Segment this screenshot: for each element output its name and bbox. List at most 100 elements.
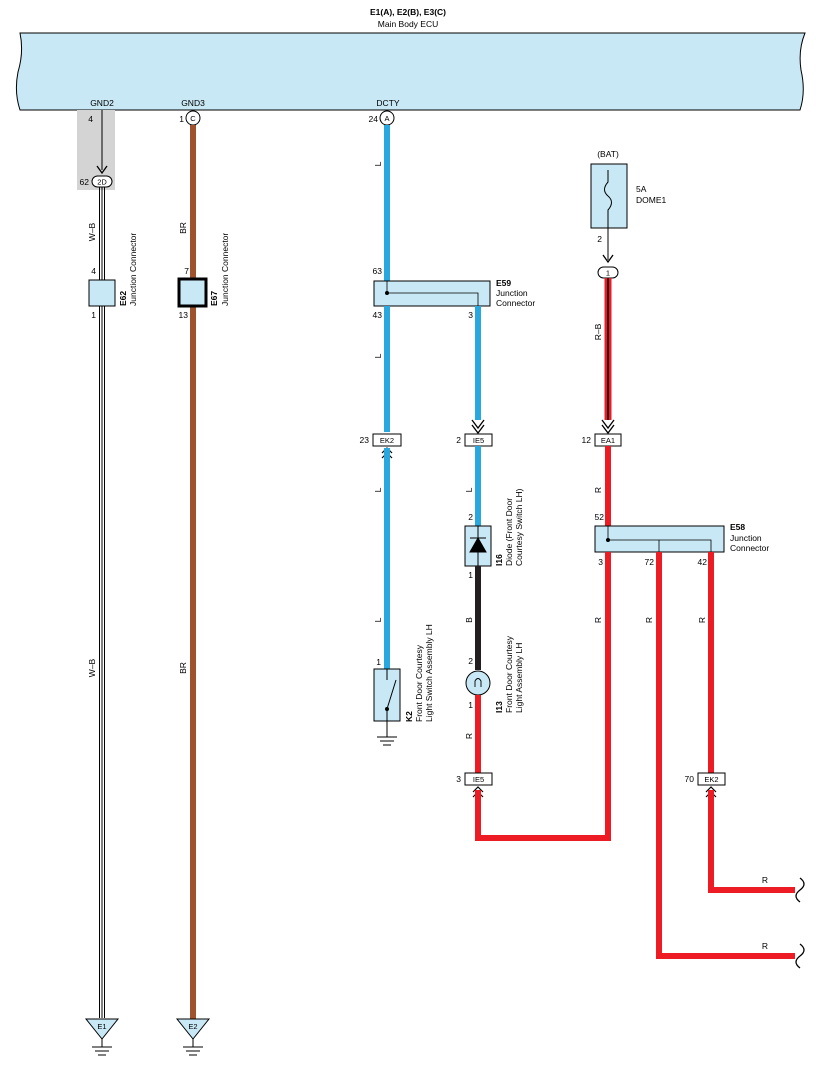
e62-pin-out: 1 (91, 310, 96, 320)
i13-pin-in: 2 (468, 656, 473, 666)
e58-bus (607, 526, 712, 552)
i13-code: I13 (494, 701, 504, 713)
ground-e1-triangle (84, 1018, 120, 1040)
k2-name-2: Light Switch Assembly LH (424, 624, 434, 722)
e59-code: E59 (496, 278, 511, 288)
ie5-label: IE5 (473, 436, 484, 445)
e59-name-1: Junction (496, 288, 528, 298)
k2-switch-symbol (385, 669, 397, 721)
e59-bus (386, 281, 479, 306)
k2-code: K2 (404, 711, 414, 722)
wire-r-ek2b (708, 790, 795, 893)
e67-code: E67 (209, 291, 219, 306)
wire-label-l4: L (373, 487, 383, 492)
ecu-title-name: Main Body ECU (378, 19, 438, 29)
fuse-dome1 (590, 163, 628, 229)
ie5b-label: IE5 (473, 775, 484, 784)
fuse-arrow (602, 254, 614, 264)
k2-ground-symbol (377, 721, 397, 746)
connector-a-letter: A (384, 114, 389, 123)
wire-label-br-top: BR (178, 222, 188, 234)
i16-name-1: Diode (Front Door (504, 498, 514, 566)
i16-pin-out: 1 (468, 570, 473, 580)
connector-2d-label: 2D (97, 178, 107, 187)
wire-r-loop (475, 552, 611, 841)
e67-pin-out: 13 (179, 310, 189, 320)
e59-pin-in: 63 (373, 266, 383, 276)
wire-label-r-right1: R (762, 875, 768, 885)
wire-r-ek2b-break (795, 877, 805, 903)
e58-name-2: Connector (730, 543, 769, 553)
ie5b-connector (464, 772, 493, 786)
e59-name-2: Connector (496, 298, 535, 308)
terminal-gnd2: GND2 (90, 98, 114, 108)
fuse-source: (BAT) (597, 149, 619, 159)
e58-connector (594, 525, 725, 553)
pin-dcty: 24 (369, 114, 379, 124)
connector-c-letter: C (190, 114, 196, 123)
ek2-connector (372, 433, 402, 447)
i13-lamp (465, 670, 491, 696)
e59-node (385, 291, 389, 295)
e62-code: E62 (118, 291, 128, 306)
e58-name-1: Junction (730, 533, 762, 543)
fuse-symbol (604, 170, 612, 228)
wire-label-l3: L (464, 487, 474, 492)
e67-name: Junction Connector (220, 233, 230, 306)
ie5-arrow (471, 419, 485, 435)
i13-name-2: Light Assembly LH (514, 643, 524, 713)
wire-label-l1: L (373, 161, 383, 166)
wire-label-l5: L (373, 617, 383, 622)
i13-filament (474, 678, 482, 687)
wire-label-br-bottom: BR (178, 662, 188, 674)
i16-pin-in: 2 (468, 512, 473, 522)
ground-e2-symbol (183, 1039, 203, 1056)
e62-pin-in: 4 (91, 266, 96, 276)
e58-code: E58 (730, 522, 745, 532)
ground-e1-label: E1 (97, 1022, 106, 1031)
terminal-dcty: DCTY (376, 98, 399, 108)
ecu-box (15, 32, 806, 111)
fuse-rating: 5A (636, 184, 647, 194)
fuse-name: DOME1 (636, 195, 667, 205)
e58-pin-out-3: 42 (698, 557, 708, 567)
wire-label-r4: R (697, 617, 707, 623)
e67-pin-in: 7 (184, 266, 189, 276)
ground-e2-label: E2 (188, 1022, 197, 1031)
terminal-gnd3: GND3 (181, 98, 205, 108)
ek2b-connector (697, 772, 726, 786)
i13-pin-out: 1 (468, 700, 473, 710)
ground-e2-triangle (175, 1018, 211, 1040)
arrow-2d (96, 165, 108, 175)
e62-name: Junction Connector (128, 233, 138, 306)
wire-label-wb-top: W–B (87, 222, 97, 241)
pin-62: 62 (80, 177, 90, 187)
ek2b-pin: 70 (685, 774, 695, 784)
e58-pin-in: 52 (595, 512, 605, 522)
wire-r-72-break (795, 943, 805, 969)
wire-label-rb: R–B (593, 323, 603, 340)
wire-label-r1: R (593, 487, 603, 493)
i13-name-1: Front Door Courtesy (504, 635, 514, 713)
ie5-pin: 2 (456, 435, 461, 445)
e59-pin-out-2: 3 (468, 310, 473, 320)
pin-gnd3: 1 (179, 114, 184, 124)
e58-node (606, 538, 610, 542)
wire-label-r2: R (593, 617, 603, 623)
i16-code: I16 (494, 554, 504, 566)
ek2-pin: 23 (360, 435, 370, 445)
wire-label-wb-bottom: W–B (87, 658, 97, 677)
wire-label-r5: R (464, 733, 474, 739)
ie5b-pin: 3 (456, 774, 461, 784)
e58-pin-out-1: 3 (598, 557, 603, 567)
pin-gnd2: 4 (88, 114, 93, 124)
e59-connector (373, 280, 491, 307)
e62-connector (88, 279, 116, 307)
ea1-pin: 12 (582, 435, 592, 445)
wire-label-r-right2: R (762, 941, 768, 951)
e59-pin-out-1: 43 (373, 310, 383, 320)
ea1-label: EA1 (601, 436, 615, 445)
ek2b-label: EK2 (704, 775, 718, 784)
